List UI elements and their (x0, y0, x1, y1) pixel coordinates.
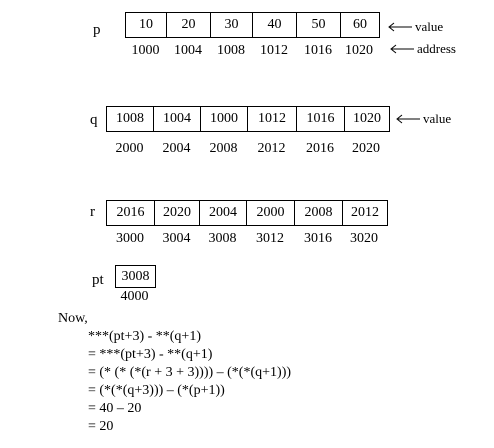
arrow-left-icon (388, 22, 412, 32)
address-label: 3008 (208, 231, 237, 246)
address-label: 2020 (352, 141, 380, 156)
address-label: 3012 (256, 231, 284, 246)
solution-line: = 40 – 20 (88, 401, 142, 416)
address-label: 1000 (131, 43, 160, 58)
address-label: 3016 (304, 231, 332, 246)
address-label: 3004 (162, 231, 191, 246)
array-pt-values: 3008 (115, 265, 156, 288)
array-cell: 50 (297, 13, 341, 37)
address-label: 1012 (260, 43, 288, 58)
array-name-r: r (90, 204, 95, 220)
address-label: 1004 (174, 43, 202, 58)
array-cell: 30 (211, 13, 253, 37)
array-name-p: p (93, 22, 101, 38)
array-q-addresses: 2000 2004 2008 2012 2016 2020 (106, 141, 388, 157)
array-cell: 2008 (295, 201, 343, 225)
value-annotation: value (415, 19, 444, 34)
array-cell: 2000 (247, 201, 295, 225)
array-name-q: q (90, 112, 98, 128)
address-label: 1020 (345, 43, 373, 58)
address-annotation: address (417, 41, 456, 56)
address-label: 2000 (115, 141, 144, 156)
arrow-left-icon (396, 114, 420, 124)
array-q-values: 1008 1004 1000 1012 1016 1020 (106, 106, 390, 132)
array-name-pt: pt (92, 272, 104, 288)
address-label: 2008 (209, 141, 238, 156)
solution-intro: Now, (58, 311, 88, 326)
value-annotation: value (423, 111, 452, 126)
address-label: 1008 (217, 43, 245, 58)
address-label: 3000 (116, 231, 144, 246)
array-cell: 60 (353, 17, 367, 32)
solution-line: = 20 (88, 419, 114, 434)
array-r-values: 2016 2020 2004 2000 2008 2012 (106, 200, 388, 226)
solution-line: = ***(pt+3) - **(q+1) (88, 347, 213, 362)
array-p-values: 10 20 30 40 50 60 (125, 12, 380, 38)
address-label: 3020 (350, 231, 378, 246)
solution-line: = (*(*(q+3))) – (*(p+1)) (88, 383, 225, 398)
array-cell: 1000 (201, 107, 248, 131)
address-label: 2012 (257, 141, 286, 156)
address-label: 4000 (120, 289, 149, 304)
array-p-addresses: 1000 1004 1008 1012 1016 1020 (125, 43, 378, 59)
array-cell: 10 (126, 13, 167, 37)
array-cell: 1004 (154, 107, 201, 131)
address-label: 2016 (306, 141, 334, 156)
pointer-cell: 3008 (121, 269, 150, 284)
array-cell: 1016 (297, 107, 345, 131)
array-cell: 1020 (353, 111, 381, 126)
array-cell: 2012 (351, 205, 379, 220)
array-cell: 20 (167, 13, 211, 37)
array-cell: 40 (253, 13, 297, 37)
array-cell: 2016 (107, 201, 155, 225)
address-label: 2004 (162, 141, 191, 156)
solution-line: ***(pt+3) - **(q+1) (88, 329, 201, 344)
arrow-left-icon (390, 44, 414, 54)
array-cell: 1008 (107, 107, 154, 131)
address-label: 1016 (304, 43, 332, 58)
solution-line: = (* (* (*(r + 3 + 3)))) – (*(*(q+1))) (88, 365, 292, 380)
array-pt-addresses: 4000 (115, 289, 154, 305)
array-r-addresses: 3000 3004 3008 3012 3016 3020 (106, 231, 386, 247)
array-cell: 1012 (248, 107, 297, 131)
array-cell: 2004 (200, 201, 247, 225)
array-cell: 2020 (155, 201, 200, 225)
